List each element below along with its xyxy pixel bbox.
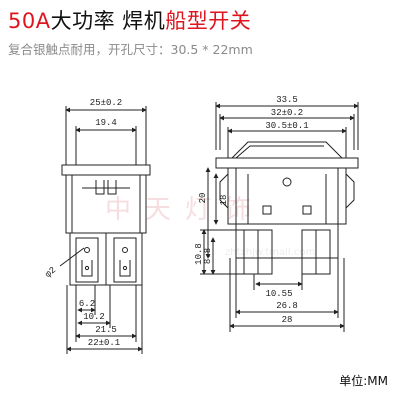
dim-right-body-width: 26.8 bbox=[276, 301, 298, 311]
title-rocker-switch: 船型开关 bbox=[165, 9, 252, 33]
watermark: 中天灯饰 zhtzhjw.tmall.com bbox=[105, 195, 315, 258]
right-view-labels: 33.5 32±0.2 30.5±0.1 20 18 10.8 8.8 10.5… bbox=[194, 95, 309, 325]
dim-right-terminal-height-b: 8.8 bbox=[203, 248, 213, 264]
product-subtitle: 复合银触点耐用，开孔尺寸：30.5 * 22mm bbox=[8, 42, 253, 57]
dim-left-pin-span: 21.5 bbox=[95, 325, 117, 335]
dim-left-diameter: φ2 bbox=[43, 265, 58, 280]
dim-right-height-upper: 20 bbox=[198, 193, 208, 204]
title-current-rating: 50A bbox=[8, 9, 51, 33]
dim-right-terminal-span: 10.55 bbox=[265, 289, 292, 299]
watermark-en: zhtzhjw.tmall.com bbox=[225, 247, 315, 258]
dim-right-overall-width: 33.5 bbox=[276, 95, 298, 105]
dim-right-terminal-height-a: 10.8 bbox=[194, 243, 204, 265]
dim-left-pin-pitch-mid: 10.2 bbox=[83, 312, 105, 322]
unit-label: 单位:MM bbox=[339, 374, 388, 388]
title-high-power-welder: 大功率 焊机 bbox=[50, 9, 166, 33]
dim-left-bottom-width: 22±0.1 bbox=[88, 338, 120, 348]
dim-right-cutout-width: 30.5±0.1 bbox=[265, 121, 308, 131]
dim-right-bezel-width: 32±0.2 bbox=[271, 108, 303, 118]
dim-left-inner-width: 19.4 bbox=[95, 118, 117, 128]
left-view bbox=[59, 106, 151, 354]
watermark-cn: 中天灯饰 bbox=[105, 195, 265, 225]
right-view bbox=[200, 102, 359, 332]
dim-left-top-width: 25±0.2 bbox=[90, 98, 122, 108]
dim-right-height-lower: 18 bbox=[219, 195, 229, 206]
product-title: 50A大功率 焊机船型开关 bbox=[8, 4, 392, 38]
dim-right-base-width: 28 bbox=[282, 315, 293, 325]
dim-left-pin-pitch-small: 6.2 bbox=[79, 299, 95, 309]
left-view-labels: 25±0.2 19.4 φ2 6.2 10.2 21.5 22±0.1 bbox=[43, 98, 122, 348]
technical-drawing: 中天灯饰 zhtzhjw.tmall.com bbox=[43, 95, 359, 354]
